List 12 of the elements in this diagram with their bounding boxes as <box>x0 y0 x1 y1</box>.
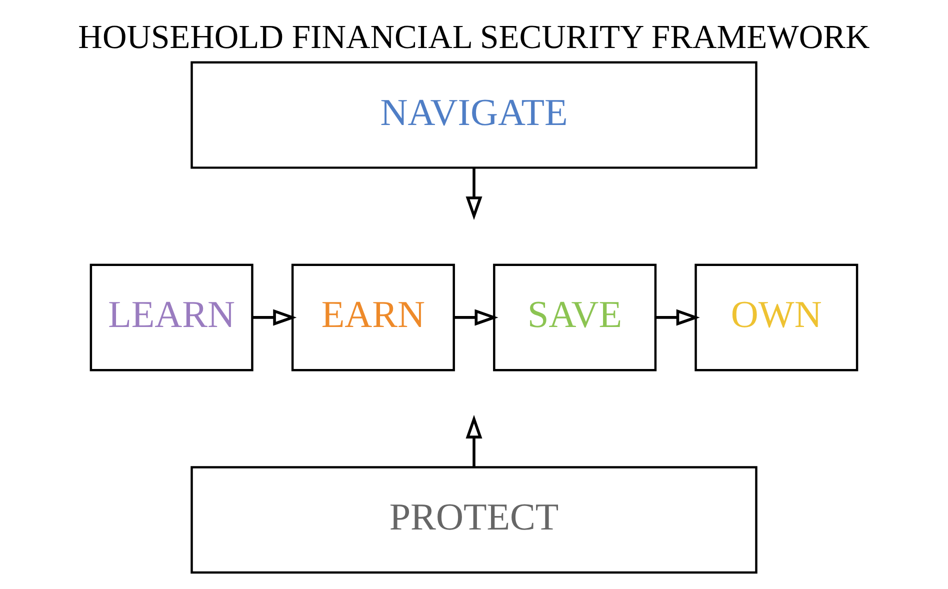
arrow <box>466 168 482 220</box>
node-box: PROTECT <box>190 466 758 574</box>
arrow <box>252 309 297 326</box>
node-box: LEARN <box>90 264 254 372</box>
node-box: OWN <box>694 264 858 372</box>
node-box: EARN <box>291 264 455 372</box>
diagram-title: HOUSEHOLD FINANCIAL SECURITY FRAMEWORK <box>78 18 870 56</box>
arrow <box>454 309 498 326</box>
arrow <box>656 309 700 326</box>
node-box: NAVIGATE <box>190 61 758 169</box>
arrow <box>466 414 482 468</box>
node-box: SAVE <box>493 264 657 372</box>
